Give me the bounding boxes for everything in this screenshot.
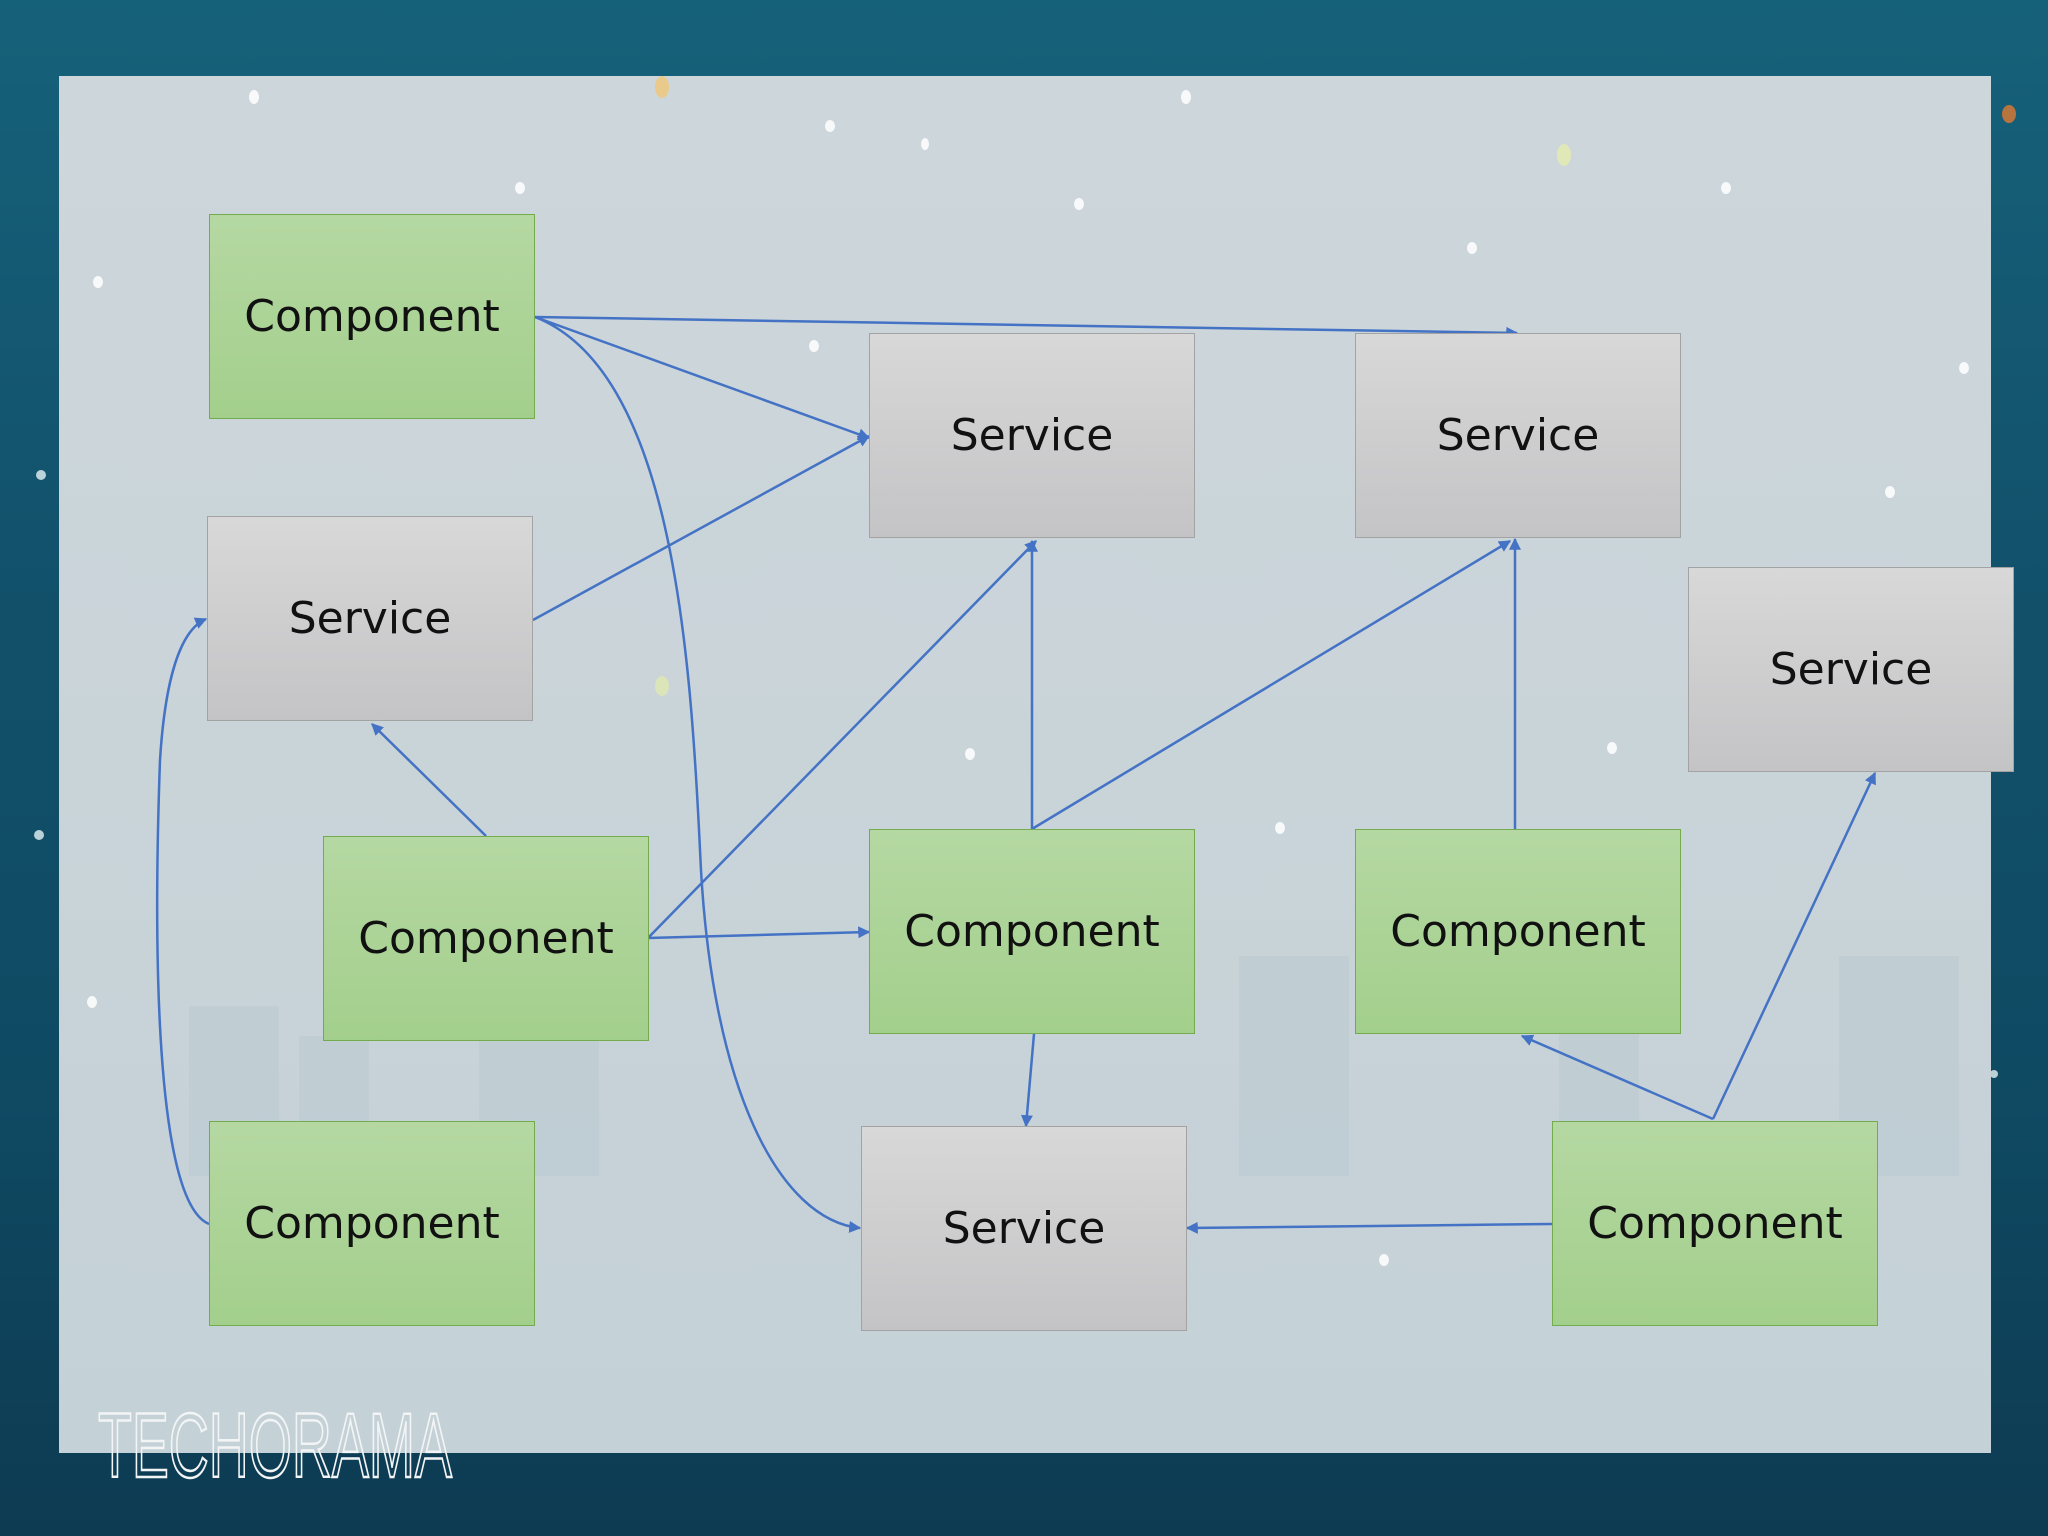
node-label: Component xyxy=(904,906,1160,957)
component-box: Component xyxy=(209,1121,535,1326)
node-label: Component xyxy=(1587,1198,1843,1249)
arrow-component-to-service xyxy=(1185,1221,1553,1234)
background-sparkle xyxy=(1990,1070,1998,1078)
arrow-component-to-service xyxy=(371,723,487,837)
component-box: Component xyxy=(209,214,535,419)
city-skyline xyxy=(1239,956,1349,1176)
snowflake xyxy=(655,676,669,696)
node-label: Service xyxy=(288,593,452,644)
arrow-component-to-service xyxy=(1031,539,1512,831)
snowflake xyxy=(825,120,835,132)
background-sparkle xyxy=(2002,105,2016,123)
snowflake xyxy=(249,90,259,104)
snowflake xyxy=(1557,144,1571,166)
snowflake xyxy=(515,182,525,194)
service-box: Service xyxy=(861,1126,1187,1331)
snowflake xyxy=(965,748,975,760)
snowflake xyxy=(87,996,97,1008)
arrow-component-to-service xyxy=(534,315,871,440)
service-box: Service xyxy=(1688,567,2014,772)
node-label: Service xyxy=(1436,410,1600,461)
service-box: Service xyxy=(1355,333,1681,538)
snowflake xyxy=(1275,822,1285,834)
service-box: Service xyxy=(207,516,533,721)
snowflake xyxy=(1074,198,1084,210)
service-box: Service xyxy=(869,333,1195,538)
component-box: Component xyxy=(869,829,1195,1034)
snowflake xyxy=(1467,242,1477,254)
snowflake xyxy=(93,276,103,288)
arrow-component-to-component xyxy=(1520,1034,1714,1121)
background-sparkle xyxy=(36,470,46,480)
snowflake xyxy=(809,340,819,352)
component-box: Component xyxy=(1552,1121,1878,1326)
snowflake xyxy=(1885,486,1895,498)
techorama-logo: TECHORAMA xyxy=(98,1393,453,1485)
arrow-component-to-component xyxy=(647,926,871,940)
node-label: Service xyxy=(942,1203,1106,1254)
arrow-component-to-service xyxy=(1711,771,1877,1120)
arrow-component-to-service xyxy=(647,540,1037,939)
node-label: Component xyxy=(358,913,614,964)
node-label: Component xyxy=(244,1198,500,1249)
background-sparkle xyxy=(34,830,44,840)
snowflake xyxy=(655,76,669,98)
node-label: Service xyxy=(950,410,1114,461)
component-box: Component xyxy=(1355,829,1681,1034)
snowflake xyxy=(1607,742,1617,754)
snowflake xyxy=(921,138,929,150)
logo-text: TECHORAMA xyxy=(98,1394,452,1485)
node-label: Service xyxy=(1769,644,1933,695)
arrow-service-to-service xyxy=(532,434,871,622)
snowflake xyxy=(1181,90,1191,104)
snowflake xyxy=(1721,182,1731,194)
component-box: Component xyxy=(323,836,649,1041)
arrow-component-to-service xyxy=(1020,1033,1036,1128)
node-label: Component xyxy=(1390,906,1646,957)
arrow-component-to-service xyxy=(155,617,210,1226)
snowflake xyxy=(1959,362,1969,374)
arrow-component-to-service xyxy=(534,315,1519,339)
snowflake xyxy=(1379,1254,1389,1266)
arrow-component-to-service xyxy=(534,315,862,1233)
node-label: Component xyxy=(244,291,500,342)
